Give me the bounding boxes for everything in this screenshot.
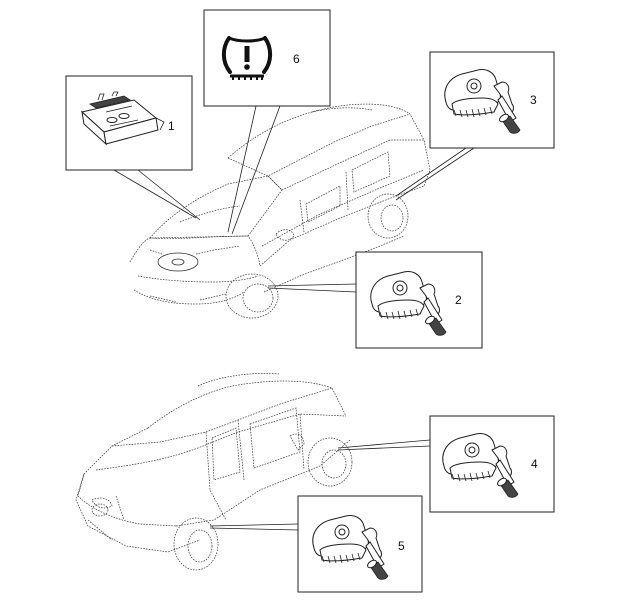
tpms-receiver-module-icon: [80, 91, 165, 146]
leader-lines: [113, 105, 475, 531]
callout-5-sensor: 5: [297, 495, 423, 593]
callout-number-2: 2: [455, 293, 462, 307]
callout-1-receiver: 1: [65, 75, 193, 171]
callout-number-6: 6: [293, 52, 300, 66]
callout-4-sensor: 4: [429, 415, 555, 513]
callout-number-4: 4: [531, 457, 538, 471]
callout-number-5: 5: [398, 539, 405, 553]
callout-3-sensor: 3: [429, 51, 555, 149]
callout-number-1: 1: [168, 119, 175, 133]
callout-6-warning-lamp: 6: [203, 9, 331, 107]
tire-pressure-warning-icon: [221, 36, 273, 80]
callout-number-3: 3: [530, 93, 537, 107]
callout-2-sensor: 2: [355, 251, 483, 349]
sedan-rear-view: [75, 373, 353, 571]
